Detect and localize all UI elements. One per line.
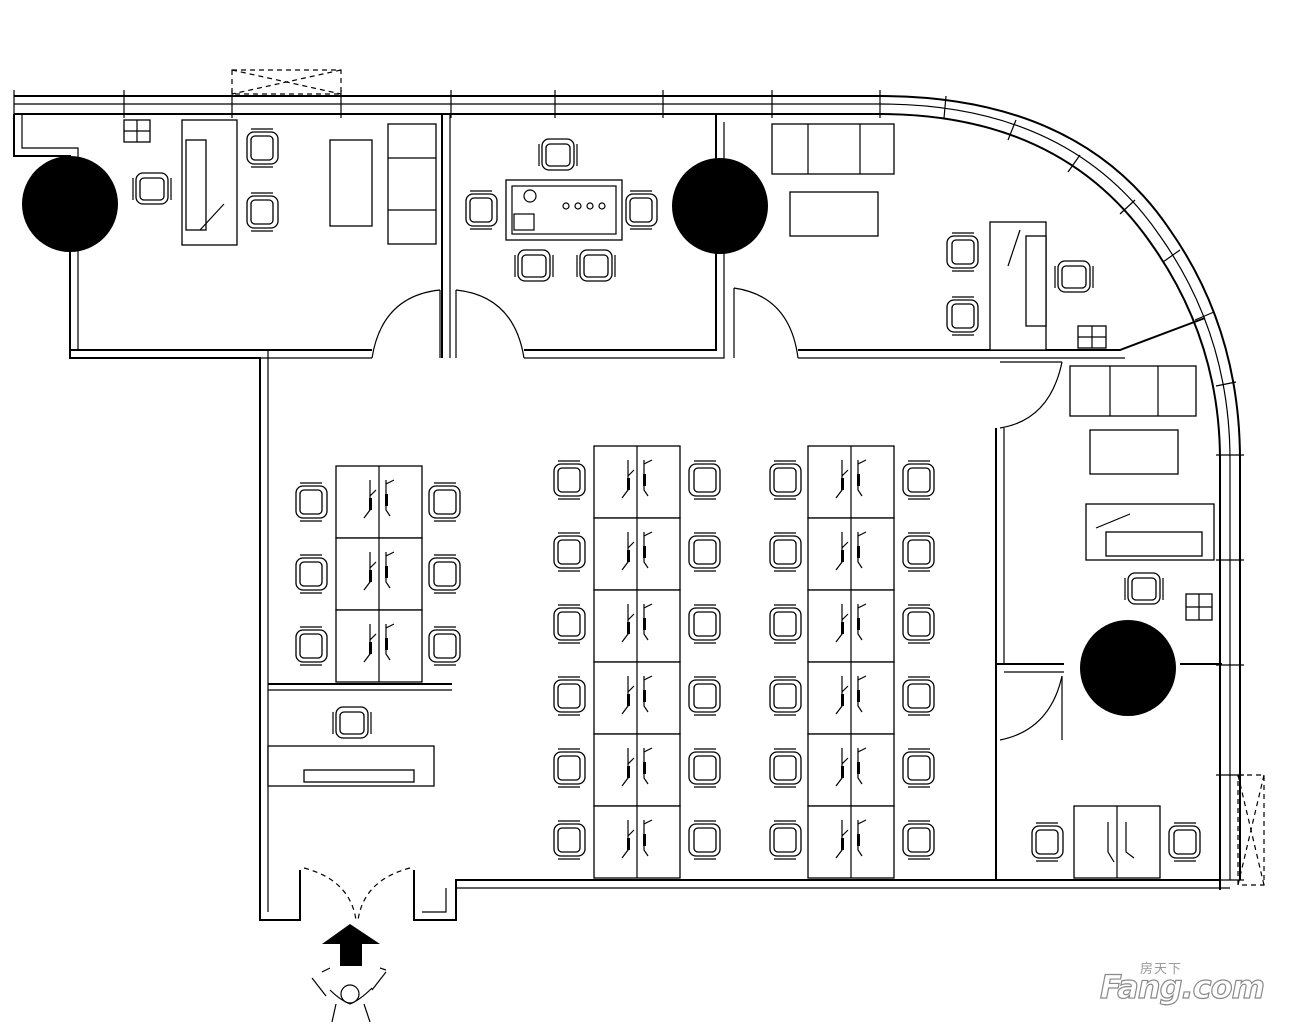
office-right [1069,365,1215,621]
workstations-middle [553,445,721,879]
watermark-brand: Fang.com [1099,967,1265,1006]
pillar-3 [1080,620,1176,716]
pillar-1 [22,156,118,252]
reception [267,706,435,787]
arrow-up-icon [322,924,380,966]
person-icon [311,967,387,1023]
workstations-left [295,465,461,683]
meeting-room [465,138,658,282]
watermark-chinese: 房天下 [1140,962,1183,977]
pillar-2 [672,158,768,254]
workstations-right [769,445,935,879]
office-top-right [771,123,1107,351]
doors [303,287,1063,921]
watermark: Fang.com 房天下 [1099,958,1290,1008]
pillars [22,156,1176,716]
office-top-left [123,119,437,246]
office-bottom-right [1031,805,1201,879]
